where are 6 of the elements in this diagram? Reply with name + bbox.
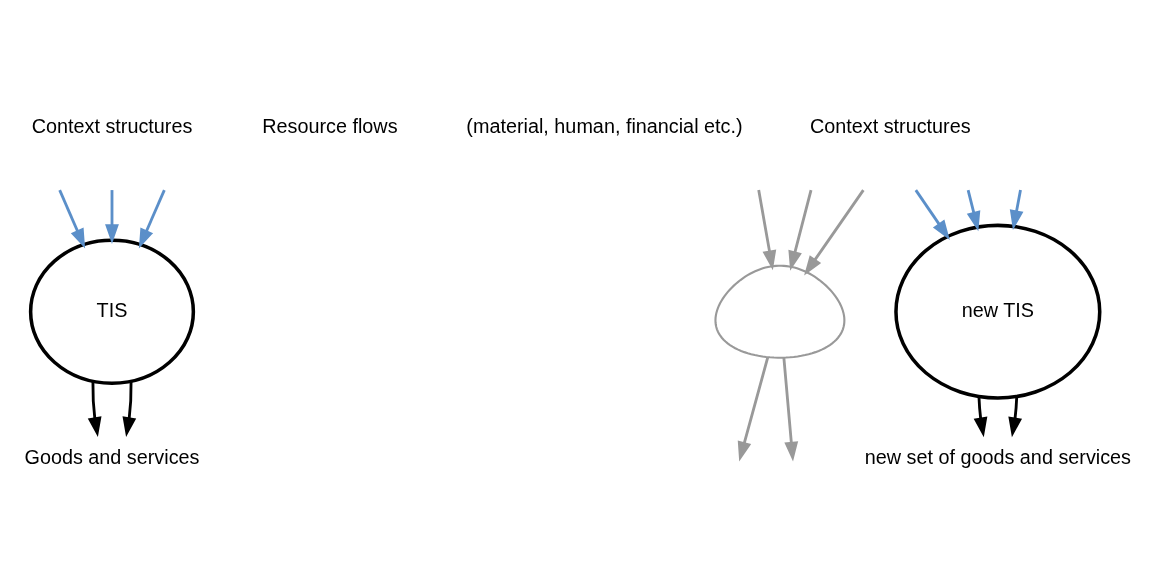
label: (material, human, financial etc.) xyxy=(466,115,743,138)
label: Resource flows xyxy=(262,115,398,138)
label: Context structures xyxy=(31,115,193,138)
label: Context structures xyxy=(809,115,971,138)
node-text: Goods and services xyxy=(24,446,200,469)
node-text: new set of goods and services xyxy=(864,446,1131,469)
